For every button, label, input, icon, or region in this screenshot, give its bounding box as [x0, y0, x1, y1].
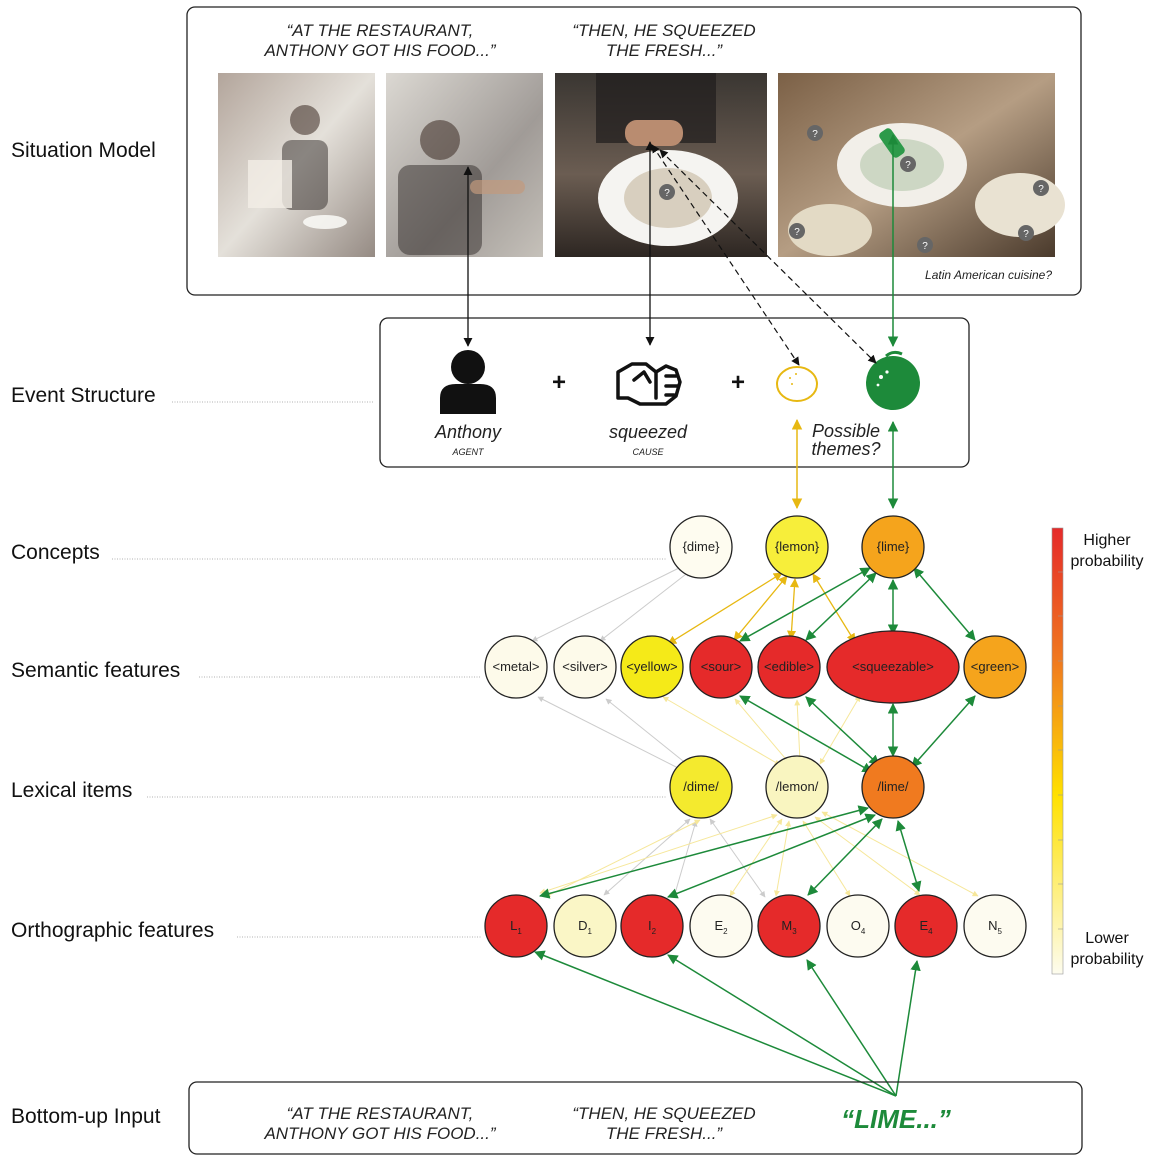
lexical-nodes: /dime/ /lemon/ /lime/ — [669, 755, 925, 819]
level-label-event: Event Structure — [11, 384, 156, 407]
photo-menu-reading — [218, 73, 375, 257]
ortho-node-l1 — [484, 894, 548, 958]
level-label-semantic: Semantic features — [11, 659, 180, 682]
agent-name: Anthony — [434, 422, 502, 442]
svg-text:?: ? — [664, 188, 670, 199]
concept-node-dime — [669, 515, 733, 579]
semantic-label-yellow: <yellow> — [626, 659, 677, 674]
situation-quote-1-line-2: ANTHONY GOT HIS FOOD...” — [263, 41, 496, 60]
dashed-arrow-to-lime — [659, 149, 877, 364]
situation-model-box — [186, 6, 1082, 296]
ortho-node-d1 — [553, 894, 617, 958]
ortho-label-n5: N5 — [988, 918, 1002, 936]
connections-yellow — [667, 572, 856, 645]
ortho-node-m3 — [757, 894, 821, 958]
semantic-node-silver — [553, 635, 617, 699]
ortho-label-d1: D1 — [578, 918, 592, 936]
semantic-node-edible — [757, 635, 821, 699]
ortho-label-e4: E4 — [919, 918, 933, 936]
concept-label-lime: {lime} — [877, 539, 910, 554]
semantic-node-green — [963, 635, 1027, 699]
semantic-node-yellow — [620, 635, 684, 699]
situation-quote-2-line-1: “THEN, HE SQUEEZED — [572, 21, 755, 40]
ortho-node-i2 — [620, 894, 684, 958]
legend-high-line-1: Higher — [1083, 532, 1131, 549]
ortho-label-m3: M3 — [781, 918, 797, 936]
bottom-up-input-box — [188, 1081, 1083, 1155]
lexical-node-dime — [669, 755, 733, 819]
connections-green — [534, 567, 976, 1097]
lexical-label-lemon: /lemon/ — [776, 779, 819, 794]
lemon-icon — [776, 366, 818, 402]
concept-node-lime — [861, 515, 925, 579]
lexical-node-lime — [861, 755, 925, 819]
agent-role: AGENT — [451, 447, 485, 457]
photo-squeezing-closeup — [555, 73, 767, 257]
svg-text:?: ? — [922, 241, 928, 252]
concept-label-lemon: {lemon} — [775, 539, 820, 554]
photo-receiving-food — [386, 73, 543, 257]
level-label-concepts: Concepts — [11, 541, 100, 564]
legend-high-line-2: probability — [1071, 553, 1144, 570]
themes-line-2: themes? — [811, 439, 880, 459]
semantic-label-metal: <metal> — [493, 659, 540, 674]
bottom-quote-1-line-1: “AT THE RESTAURANT, — [287, 1104, 474, 1123]
semantic-label-edible: <edible> — [764, 659, 814, 674]
connections-gray — [531, 565, 766, 898]
semantic-label-green: <green> — [971, 659, 1019, 674]
semantic-label-squeezable: <squeezable> — [852, 659, 934, 674]
svg-text:?: ? — [812, 129, 818, 140]
themes-line-1: Possible — [812, 421, 880, 441]
verb-label: squeezed — [609, 422, 688, 442]
semantic-nodes: <metal> <silver> <yellow> <sour> <edible… — [484, 630, 1027, 704]
svg-text:?: ? — [794, 227, 800, 238]
ortho-node-e2 — [689, 894, 753, 958]
lexical-label-lime: /lime/ — [877, 779, 908, 794]
situation-quote-2-line-2: THE FRESH...” — [606, 41, 724, 60]
concept-nodes: {dime} {lemon} {lime} — [669, 515, 925, 579]
semantic-node-sour — [689, 635, 753, 699]
bottom-quote-1-line-2: ANTHONY GOT HIS FOOD...” — [263, 1124, 496, 1143]
plus-sign-1: + — [552, 369, 566, 396]
semantic-node-squeezable — [826, 630, 960, 704]
probability-legend-bar — [1051, 527, 1064, 975]
level-label-bottom-up: Bottom-up Input — [11, 1105, 161, 1128]
ortho-node-n5 — [963, 894, 1027, 958]
bottom-quote-2-line-1: “THEN, HE SQUEEZED — [572, 1104, 755, 1123]
semantic-node-metal — [484, 635, 548, 699]
plus-sign-2: + — [731, 369, 745, 396]
bottom-current-word: “LIME...” — [841, 1104, 951, 1134]
level-label-lexical: Lexical items — [11, 779, 132, 802]
lexical-label-dime: /dime/ — [683, 779, 719, 794]
ortho-label-l1: L1 — [510, 918, 522, 936]
svg-text:?: ? — [1038, 184, 1044, 195]
lime-icon — [866, 350, 920, 410]
situation-caption: Latin American cuisine? — [925, 268, 1052, 282]
semantic-label-sour: <sour> — [701, 659, 741, 674]
legend-ticks — [1058, 571, 1063, 930]
svg-text:?: ? — [905, 160, 911, 171]
situation-quote-1-line-1: “AT THE RESTAURANT, — [287, 21, 474, 40]
person-icon — [440, 350, 496, 414]
verb-role: CAUSE — [632, 447, 664, 457]
ortho-node-o4 — [826, 894, 890, 958]
ortho-label-i2: I2 — [648, 918, 657, 936]
legend-low-line-1: Lower — [1085, 930, 1129, 947]
semantic-label-silver: <silver> — [562, 659, 608, 674]
level-label-orthographic: Orthographic features — [11, 919, 214, 942]
ortho-node-e4 — [894, 894, 958, 958]
orthographic-nodes: L1 D1 I2 E2 M3 O4 E4 N5 — [484, 894, 1027, 958]
level-label-situation: Situation Model — [11, 139, 156, 162]
ortho-label-o4: O4 — [851, 918, 866, 936]
bottom-quote-2-line-2: THE FRESH...” — [606, 1124, 724, 1143]
legend-low-line-2: probability — [1071, 951, 1144, 968]
lexical-node-lemon — [765, 755, 829, 819]
ortho-label-e2: E2 — [714, 918, 728, 936]
svg-text:?: ? — [1023, 229, 1029, 240]
concept-label-dime: {dime} — [683, 539, 721, 554]
concept-node-lemon — [765, 515, 829, 579]
fist-squeeze-icon — [616, 362, 682, 406]
